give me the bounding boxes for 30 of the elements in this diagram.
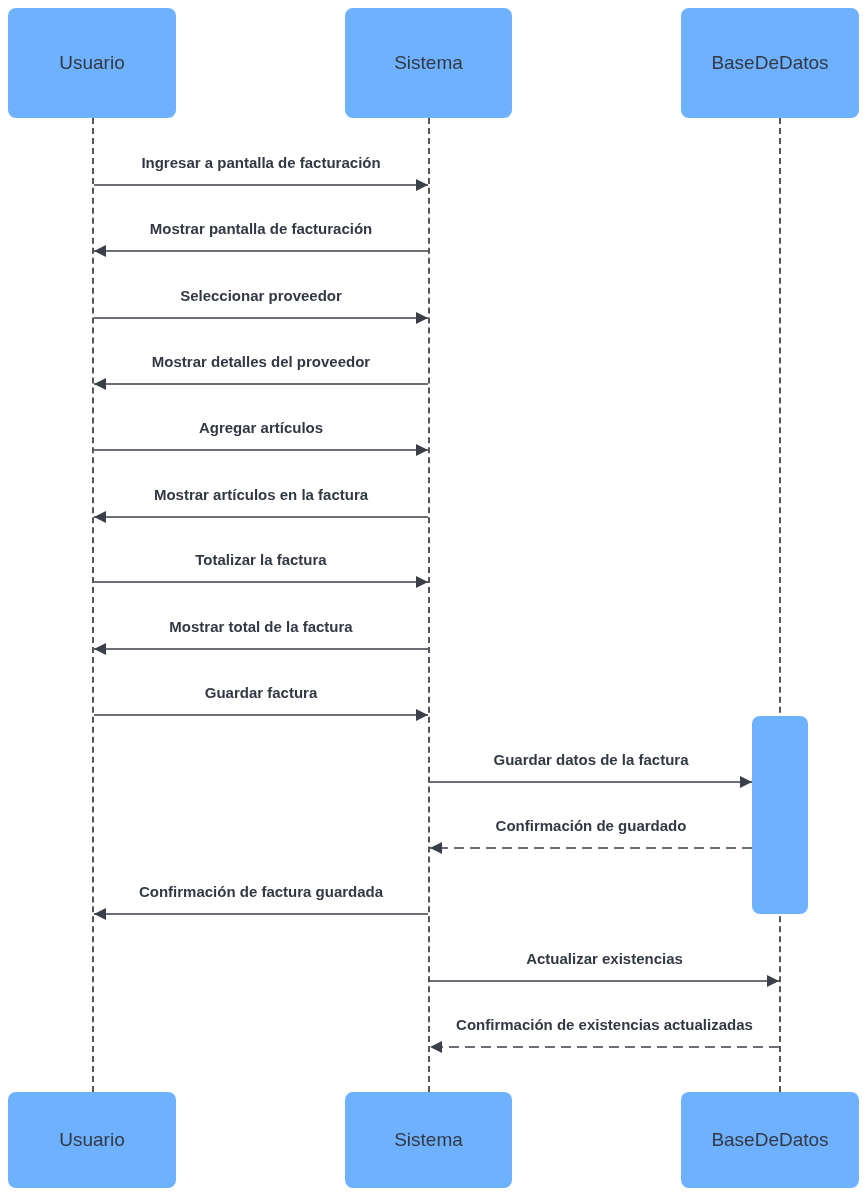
- edge-label: Ingresar a pantalla de facturación: [139, 154, 383, 172]
- participant-box: BaseDeDatos: [681, 8, 859, 118]
- participant-box: Usuario: [8, 1092, 176, 1188]
- message-arrow: [93, 511, 429, 523]
- lifeline: [428, 118, 430, 1092]
- message-arrow: [93, 643, 429, 655]
- message-arrow: [93, 444, 429, 456]
- edge-label: Confirmación de factura guardada: [136, 883, 386, 901]
- message-arrow: [93, 378, 429, 390]
- message-arrow: [429, 776, 753, 788]
- participant-box: Sistema: [345, 8, 512, 118]
- message-arrow: [93, 179, 429, 191]
- message-arrow: [93, 312, 429, 324]
- message-arrow: [93, 908, 429, 920]
- participant-box: BaseDeDatos: [681, 1092, 859, 1188]
- participant-box: Sistema: [345, 1092, 512, 1188]
- edge-label: Confirmación de guardado: [493, 817, 689, 835]
- edge-label: Mostrar pantalla de facturación: [147, 220, 375, 238]
- lifeline: [92, 118, 94, 1092]
- message-arrow: [429, 975, 780, 987]
- edge-label: Seleccionar proveedor: [178, 287, 344, 305]
- message-arrow: [429, 842, 753, 854]
- participant-box: Usuario: [8, 8, 176, 118]
- message-arrow: [93, 245, 429, 257]
- message-arrow: [93, 576, 429, 588]
- message-arrow: [93, 709, 429, 721]
- edge-label: Agregar artículos: [196, 419, 326, 437]
- edge-label: Mostrar detalles del proveedor: [149, 353, 373, 371]
- message-arrow: [429, 1041, 780, 1053]
- activation-bar: [752, 716, 808, 914]
